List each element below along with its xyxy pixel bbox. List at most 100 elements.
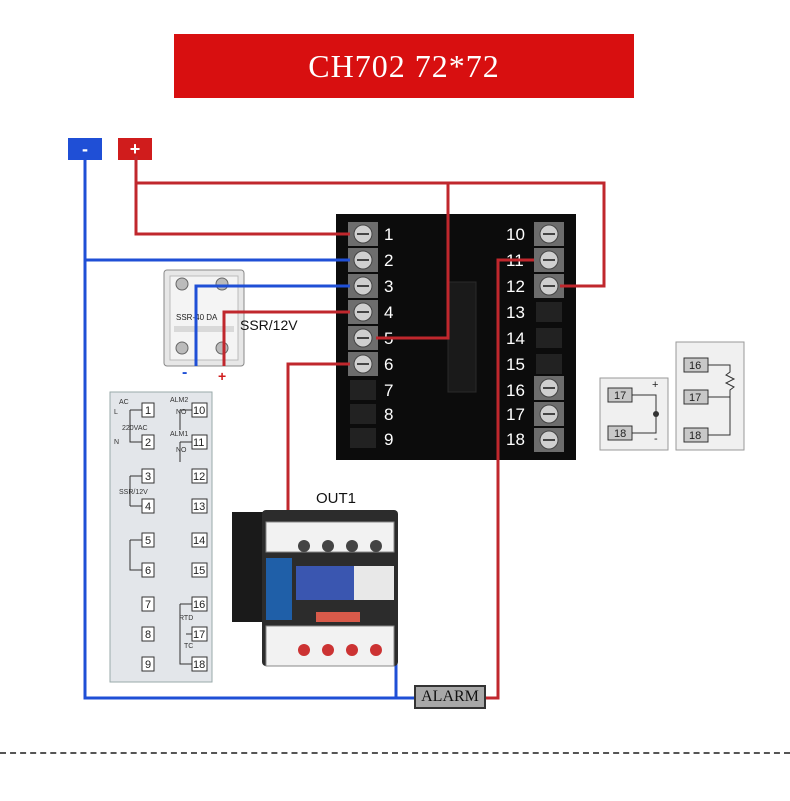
terminal-screw-17 (534, 402, 564, 426)
panel-box-10: 10 (191, 402, 208, 418)
wire-t4-to-ssr-plus (222, 310, 350, 366)
terminal-numbers-right: 10 11 12 13 14 15 16 17 18 (506, 225, 525, 449)
panel-box-18: 18 (191, 656, 208, 672)
panel-box-2: 2 (141, 434, 155, 450)
contactor-label: OUT1 (316, 490, 356, 507)
svg-text:4: 4 (145, 501, 151, 513)
svg-text:17: 17 (614, 390, 626, 402)
terminal-number-2: 2 (384, 251, 393, 270)
left-terminal-block (348, 222, 378, 448)
terminal-number-3: 3 (384, 277, 393, 296)
panel-tc-label: TC (184, 643, 193, 650)
terminal-screw-11 (534, 248, 564, 272)
panel-rtd-label: RTD (179, 615, 193, 622)
terminal-slot-15 (536, 354, 562, 374)
panel-box-6: 6 (141, 562, 155, 578)
svg-text:16: 16 (193, 599, 205, 611)
contactor-top-terminals (298, 540, 382, 552)
alarm-box: ALARM (414, 685, 486, 709)
svg-text:11: 11 (193, 437, 204, 449)
rtd-box-18: 18 (683, 427, 709, 443)
terminal-slot-13 (536, 302, 562, 322)
terminal-screw-10 (534, 222, 564, 246)
svg-text:14: 14 (193, 535, 205, 547)
terminal-number-16: 16 (506, 381, 525, 400)
right-terminal-block (534, 222, 564, 452)
panel-ac-label: AC (119, 399, 129, 406)
contactor-bottom-terminals (298, 644, 382, 656)
svg-text:2: 2 (145, 437, 151, 449)
terminal-number-17: 17 (506, 405, 525, 424)
wire-negative-bus (83, 156, 416, 700)
panel-vac-label: 220VAC (122, 425, 148, 432)
svg-text:8: 8 (145, 629, 151, 641)
svg-text:7: 7 (145, 599, 151, 611)
wire-loop-to-t12 (136, 181, 606, 288)
terminal-screw-18 (534, 428, 564, 452)
terminal-screw-4 (348, 300, 378, 324)
wire-t6-to-contactor (286, 362, 350, 528)
panel-box-5: 5 (141, 532, 155, 548)
panel-box-11: 11 (191, 434, 208, 450)
terminal-number-14: 14 (506, 329, 525, 348)
panel-box-14: 14 (191, 532, 208, 548)
svg-text:18: 18 (614, 428, 626, 440)
ssr-plus-label: + (218, 368, 226, 384)
terminal-screw-3 (348, 274, 378, 298)
ssr-module: SSR-40 DA (163, 269, 245, 367)
svg-text:5: 5 (145, 535, 151, 547)
svg-text:10: 10 (193, 405, 205, 417)
terminal-number-7: 7 (384, 381, 393, 400)
terminal-screw-12 (534, 274, 564, 298)
panel-box-12: 12 (191, 468, 208, 484)
wire-t3-to-ssr-minus (194, 284, 350, 366)
panel-box-17: 17 (191, 626, 208, 642)
wiring-reference-panel: AC L 220VAC N ALM2 NO ALM1 NO SSR/12V RT… (109, 391, 213, 683)
panel-box-7: 7 (141, 596, 155, 612)
wire-positive-to-t1 (134, 156, 350, 236)
ssr-minus-label: - (182, 364, 187, 381)
terminal-number-15: 15 (506, 355, 525, 374)
panel-box-3: 3 (141, 468, 155, 484)
terminal-screw-6 (348, 352, 378, 376)
rtd-box-17: 17 (683, 389, 709, 405)
ssr-label: SSR/12V (240, 317, 298, 333)
panel-box-15: 15 (191, 562, 208, 578)
svg-text:15: 15 (193, 565, 205, 577)
terminal-number-1: 1 (384, 225, 393, 244)
svg-text:18: 18 (689, 430, 701, 442)
terminal-slot-7 (350, 380, 376, 400)
terminal-number-8: 8 (384, 405, 393, 424)
svg-text:6: 6 (145, 565, 151, 577)
terminal-screw-1 (348, 222, 378, 246)
wiring (83, 156, 606, 700)
panel-box-16: 16 (191, 596, 208, 612)
negative-power-badge: - (68, 138, 102, 160)
terminal-screw-5 (348, 326, 378, 350)
tc-box-18: 18 (607, 425, 633, 441)
terminal-number-9: 9 (384, 430, 393, 449)
thermocouple-diagram: 17 18 + - (599, 377, 669, 451)
terminal-number-13: 13 (506, 303, 525, 322)
panel-box-4: 4 (141, 498, 155, 514)
svg-text:12: 12 (193, 471, 205, 483)
tc-box-17: 17 (607, 387, 633, 403)
terminal-number-4: 4 (384, 303, 393, 322)
positive-power-badge: + (118, 138, 152, 160)
panel-alm1-label: ALM1 (170, 431, 188, 438)
terminal-screw-2 (348, 248, 378, 272)
terminal-screw-16 (534, 376, 564, 400)
panel-box-8: 8 (141, 626, 155, 642)
svg-text:-: - (654, 433, 658, 445)
panel-no-label-2: NO (176, 447, 187, 454)
terminal-number-12: 12 (506, 277, 525, 296)
svg-text:9: 9 (145, 659, 151, 671)
terminal-number-10: 10 (506, 225, 525, 244)
svg-text:17: 17 (689, 392, 701, 404)
panel-no-label-1: NO (176, 409, 187, 416)
bottom-divider (0, 752, 790, 754)
wire-loop-to-t5 (376, 183, 450, 340)
panel-n-label: N (114, 439, 119, 446)
svg-text:17: 17 (193, 629, 205, 641)
